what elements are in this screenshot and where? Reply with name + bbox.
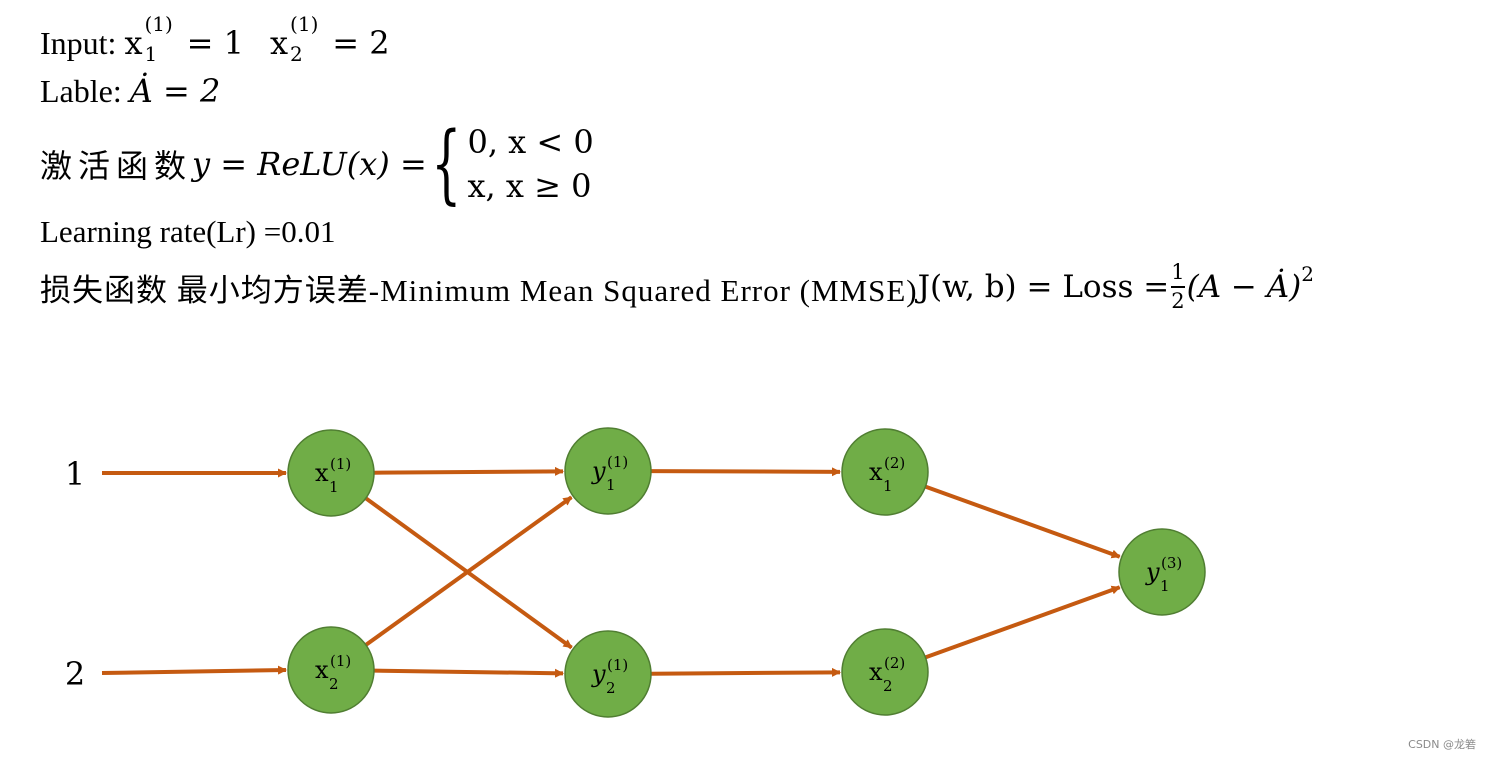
- node-x1_1: x(1) 1: [287, 429, 375, 517]
- node-label-sup: (1): [330, 455, 351, 473]
- loss-exponent: 2: [1301, 262, 1314, 286]
- edge-x2_1-to-y2_1: [373, 668, 565, 678]
- node-circle: [841, 628, 929, 716]
- node-label-sub: 1: [606, 476, 616, 494]
- node-label-sub: 2: [606, 679, 616, 697]
- node-y2_1: y(1) 2: [564, 630, 652, 718]
- input-line: Input: x(1)1 = 1 x(1)2 = 2: [40, 12, 390, 66]
- input-value-in2: 2: [65, 655, 85, 693]
- node-label-sup: (1): [330, 652, 351, 670]
- label-line: Lable: Ȧ = 2: [40, 72, 220, 110]
- node-circle: [287, 626, 375, 714]
- label-prefix: Lable:: [40, 73, 130, 109]
- loss-fraction: 1 2: [1171, 260, 1185, 313]
- node-label-base: x: [315, 459, 329, 487]
- activation-case-1: 0, x < 0: [467, 123, 594, 161]
- node-label-base: x: [315, 656, 329, 684]
- node-label-base: x: [869, 658, 883, 686]
- node-label-base: y: [591, 660, 606, 688]
- input-prefix: Input:: [40, 25, 125, 61]
- edge-x1_2-to-y1_3: [924, 484, 1121, 559]
- edge-x1_1-to-y1_1: [373, 466, 565, 476]
- node-circle: [287, 429, 375, 517]
- activation-case-2: x, x ≥ 0: [467, 167, 592, 205]
- node-y1_3: y(3) 1: [1118, 528, 1206, 616]
- learning-rate-line: Learning rate(Lr) =0.01: [40, 214, 336, 249]
- loss-formula-left: J(w, b) = Loss =: [917, 269, 1170, 305]
- node-label-sub: 1: [883, 477, 893, 495]
- node-x2_1: x(1) 2: [287, 626, 375, 714]
- activation-formula: y = ReLU(x) =: [192, 145, 427, 183]
- node-label-sup: (2): [884, 654, 905, 672]
- edge-x2_2-to-y1_3: [924, 585, 1121, 660]
- node-circle: [1118, 528, 1206, 616]
- node-label-sup: (1): [607, 453, 628, 471]
- input-x2: x(1)2 = 2: [270, 12, 390, 66]
- edge-x2_1-to-y1_1: [364, 495, 573, 647]
- input-x1: x(1)1 = 1: [124, 12, 244, 66]
- left-brace-icon: {: [431, 114, 462, 214]
- activation-cases: { 0, x < 0 x, x ≥ 0: [427, 120, 594, 208]
- node-label-sub: 2: [329, 675, 339, 693]
- node-label-base: y: [1145, 558, 1160, 586]
- activation-label: 激活函数: [40, 148, 193, 184]
- node-label-sup: (3): [1161, 554, 1182, 572]
- node-label-base: x: [869, 458, 883, 486]
- node-x2_2: x(2) 2: [841, 628, 929, 716]
- node-circle: [564, 427, 652, 515]
- node-circle: [841, 428, 929, 516]
- node-y1_1: y(1) 1: [564, 427, 652, 515]
- edge-in2-to-x2_1: [101, 665, 287, 675]
- loss-formula-right: (A − Ȧ): [1186, 269, 1302, 305]
- watermark: CSDN @龙箬: [1408, 738, 1476, 751]
- loss-line: 损失函数 最小均方误差-Minimum Mean Squared Error (…: [40, 256, 1314, 318]
- label-value: Ȧ = 2: [129, 72, 221, 110]
- loss-frac-num: 1: [1171, 260, 1185, 284]
- node-label-sub: 1: [329, 478, 339, 496]
- node-label-sup: (1): [607, 656, 628, 674]
- node-label-sub: 2: [883, 677, 893, 695]
- activation-line: 激活函数 y = ReLU(x) = { 0, x < 0 x, x ≥ 0: [40, 118, 594, 210]
- edge-y1_1-to-x1_2: [650, 467, 842, 477]
- node-label-sup: (2): [884, 454, 905, 472]
- node-label-base: y: [591, 457, 606, 485]
- edge-y2_1-to-x2_2: [650, 667, 842, 677]
- loss-label: 损失函数 最小均方误差-Minimum Mean Squared Error (…: [40, 272, 918, 308]
- node-circle: [564, 630, 652, 718]
- node-label-sub: 1: [1160, 577, 1170, 595]
- loss-frac-den: 2: [1171, 289, 1185, 313]
- input-value-in1: 1: [65, 455, 85, 493]
- node-x1_2: x(2) 1: [841, 428, 929, 516]
